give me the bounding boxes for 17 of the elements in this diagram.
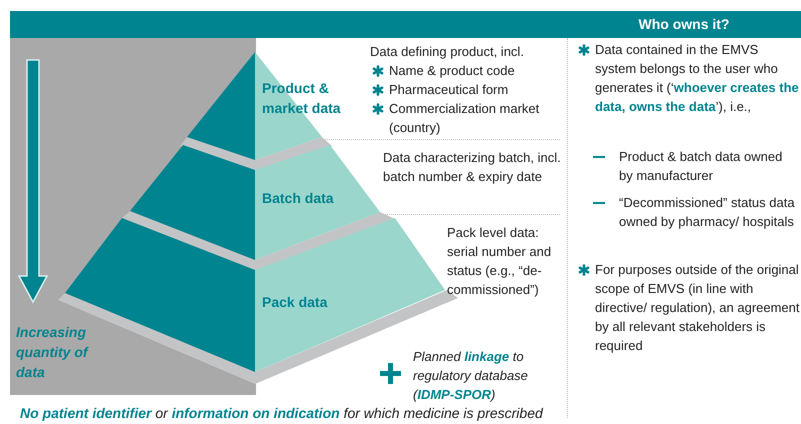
bullet-text: “Decommissioned” status data owned by pharmacy/ hospitals	[619, 194, 796, 231]
column-heading: Who owns it?	[638, 15, 730, 34]
description-text: Data defining product, incl.	[370, 43, 525, 61]
bullet-text: Data contained in the EMVS system belongs to the user who generates it (‘whoever creates the data, owns the data’), i.e.,	[595, 41, 800, 116]
axis-caption: Increasing quantity of data	[16, 323, 90, 382]
tier-label: Batch data	[262, 189, 335, 208]
bullet-text: Pharmaceutical form	[389, 81, 510, 99]
description-text: Pack level data: serial number and status (e.g., “de-commissioned”)	[447, 224, 552, 299]
description-text: Data characterizing batch, incl. batch number & expiry date	[383, 149, 562, 186]
pyramid-tier	[130, 145, 380, 260]
tier-label: Pack data	[262, 293, 328, 312]
bullet-text: Name & product code	[389, 62, 516, 80]
note-text: Planned linkage to regulatory database (IDMP-SPOR)	[413, 348, 529, 404]
bullet-text: Product & batch data owned by manufacturer	[619, 148, 784, 185]
bullet-text: Commercialization market (country)	[389, 100, 540, 137]
footnote-text: No patient identifier or information on indication for which medicine is prescribed	[20, 404, 544, 423]
bullet-text: For purposes outside of the original scope of EMVS (in line with directive/ regulation), an agreement by all relevant stakeholders is required	[595, 261, 800, 355]
